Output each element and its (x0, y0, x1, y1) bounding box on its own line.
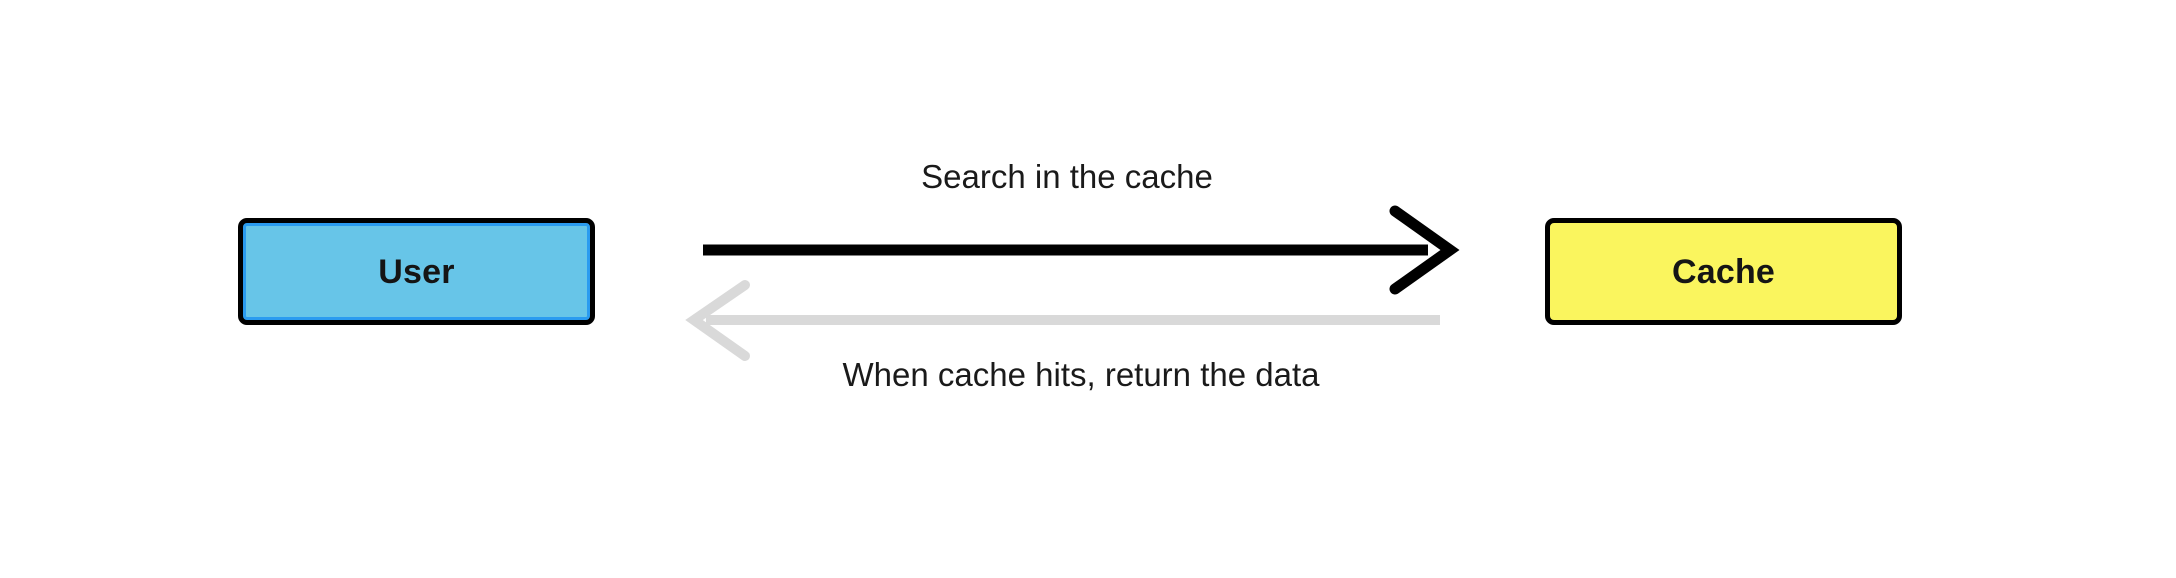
edge-request-arrow (703, 205, 1460, 295)
arrowhead-left-icon (685, 280, 750, 361)
edge-label-request: Search in the cache (921, 158, 1213, 195)
arrowhead-right-icon (1389, 205, 1460, 295)
node-user-label: User (378, 252, 455, 291)
edge-label-response: When cache hits, return the data (842, 356, 1320, 393)
edge-response-arrow (685, 280, 1440, 361)
node-cache[interactable]: Cache (1545, 218, 1902, 325)
node-cache-label: Cache (1671, 252, 1776, 291)
node-user[interactable]: User (238, 218, 595, 325)
